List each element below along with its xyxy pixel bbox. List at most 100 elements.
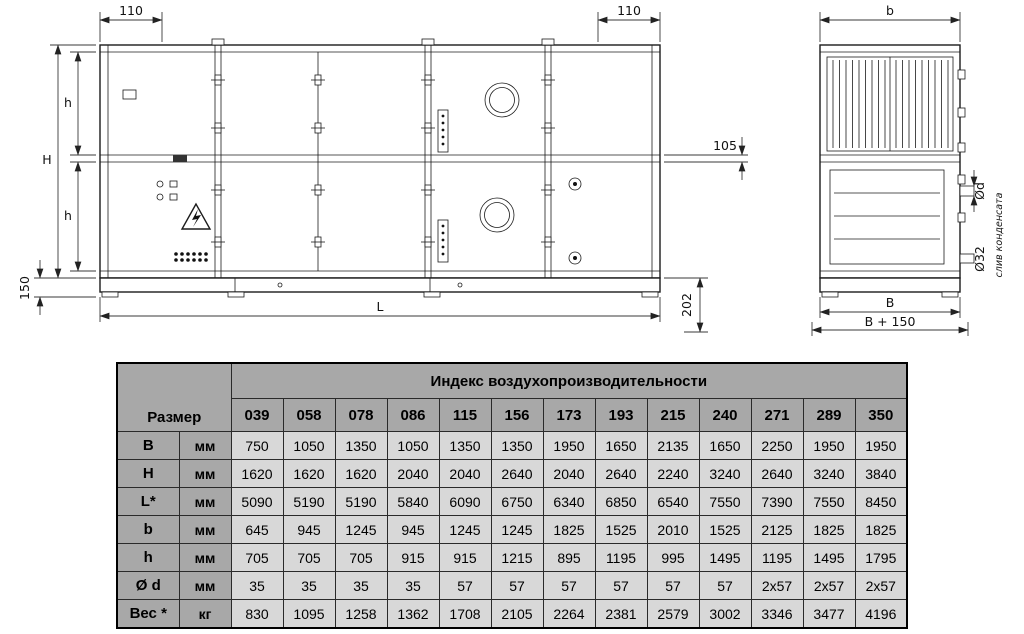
value-cell: 1950 xyxy=(802,431,856,460)
value-cell: 1495 xyxy=(698,543,752,572)
column-header: 039 xyxy=(230,398,284,432)
value-cell: 915 xyxy=(438,543,492,572)
value-cell: 2x57 xyxy=(750,571,804,600)
value-cell: 1825 xyxy=(802,515,856,544)
value-cell: 2640 xyxy=(490,459,544,488)
value-cell: 945 xyxy=(386,515,440,544)
front-view xyxy=(99,38,661,298)
value-cell: 2x57 xyxy=(802,571,856,600)
index-header-cell: Индекс воздухопроизводительности xyxy=(230,362,908,399)
perforated-strip-top xyxy=(437,109,449,153)
value-cell: 1650 xyxy=(698,431,752,460)
value-cell: 57 xyxy=(698,571,752,600)
gauge-top xyxy=(568,177,582,191)
name-plate xyxy=(122,89,137,100)
value-cell: 2240 xyxy=(646,459,700,488)
value-cell: 3240 xyxy=(698,459,752,488)
value-cell: 830 xyxy=(230,599,284,629)
value-cell: 1215 xyxy=(490,543,544,572)
row-label: Ø d xyxy=(116,571,180,600)
value-cell: 1350 xyxy=(438,431,492,460)
value-cell: 705 xyxy=(230,543,284,572)
dim-B-plus: B + 150 xyxy=(865,314,916,329)
column-header: 193 xyxy=(594,398,648,432)
value-cell: 1650 xyxy=(594,431,648,460)
value-cell: 35 xyxy=(230,571,284,600)
value-cell: 3240 xyxy=(802,459,856,488)
value-cell: 5090 xyxy=(230,487,284,516)
value-cell: 1245 xyxy=(334,515,388,544)
value-cell: 4196 xyxy=(854,599,908,629)
value-cell: 2040 xyxy=(386,459,440,488)
value-cell: 1620 xyxy=(334,459,388,488)
value-cell: 1620 xyxy=(230,459,284,488)
value-cell: 6750 xyxy=(490,487,544,516)
column-header: 215 xyxy=(646,398,700,432)
value-cell: 2105 xyxy=(490,599,544,629)
value-cell: 1950 xyxy=(854,431,908,460)
value-cell: 645 xyxy=(230,515,284,544)
perforated-strip-bottom xyxy=(437,219,449,263)
gauge-bottom xyxy=(568,251,582,265)
value-cell: 1350 xyxy=(334,431,388,460)
value-cell: 6340 xyxy=(542,487,596,516)
value-cell: 1525 xyxy=(594,515,648,544)
value-cell: 2264 xyxy=(542,599,596,629)
value-cell: 945 xyxy=(282,515,336,544)
side-view xyxy=(819,44,975,298)
value-cell: 2250 xyxy=(750,431,804,460)
column-header: 289 xyxy=(802,398,856,432)
value-cell: 1825 xyxy=(854,515,908,544)
dim-150: 150 xyxy=(17,276,32,300)
value-cell: 1050 xyxy=(282,431,336,460)
duct-flange-bottom xyxy=(479,197,515,233)
hinge-brackets xyxy=(957,69,966,223)
dimension-lines: 110 110 H h h 105 xyxy=(17,3,1005,336)
value-cell: 5190 xyxy=(282,487,336,516)
row-unit: мм xyxy=(178,487,232,516)
dim-32: Ø32 xyxy=(972,246,987,272)
value-cell: 705 xyxy=(334,543,388,572)
value-cell: 6090 xyxy=(438,487,492,516)
row-label: H xyxy=(116,459,180,488)
value-cell: 1708 xyxy=(438,599,492,629)
value-cell: 3002 xyxy=(698,599,752,629)
control-display xyxy=(173,155,187,162)
access-door xyxy=(829,169,945,265)
value-cell: 7550 xyxy=(698,487,752,516)
column-header: 086 xyxy=(386,398,440,432)
value-cell: 750 xyxy=(230,431,284,460)
row-unit: мм xyxy=(178,515,232,544)
value-cell: 1350 xyxy=(490,431,544,460)
row-label: Вес * xyxy=(116,599,180,629)
value-cell: 7550 xyxy=(802,487,856,516)
value-cell: 57 xyxy=(490,571,544,600)
value-cell: 2640 xyxy=(750,459,804,488)
value-cell: 1495 xyxy=(802,543,856,572)
value-cell: 1258 xyxy=(334,599,388,629)
row-unit: мм xyxy=(178,431,232,460)
dim-h-bottom: h xyxy=(64,208,72,223)
row-label: b xyxy=(116,515,180,544)
value-cell: 705 xyxy=(282,543,336,572)
value-cell: 2x57 xyxy=(854,571,908,600)
value-cell: 1050 xyxy=(386,431,440,460)
drain-stub-32 xyxy=(959,253,975,264)
row-label: h xyxy=(116,543,180,572)
value-cell: 1245 xyxy=(438,515,492,544)
row-unit: кг xyxy=(178,599,232,629)
value-cell: 5840 xyxy=(386,487,440,516)
value-cell: 6540 xyxy=(646,487,700,516)
value-cell: 8450 xyxy=(854,487,908,516)
dim-h-top: h xyxy=(64,95,72,110)
value-cell: 2381 xyxy=(594,599,648,629)
louver-grille xyxy=(826,56,954,152)
value-cell: 3840 xyxy=(854,459,908,488)
dim-L: L xyxy=(377,299,384,314)
